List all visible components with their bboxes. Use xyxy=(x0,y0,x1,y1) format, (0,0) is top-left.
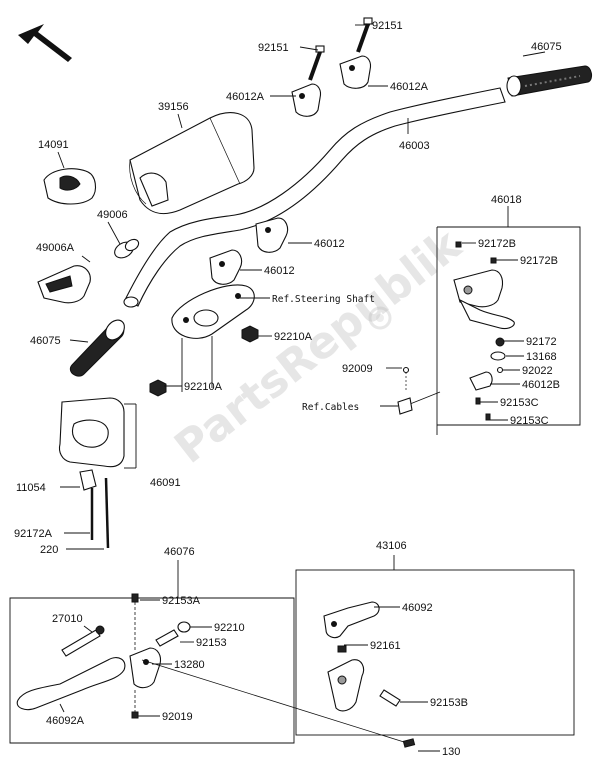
diaphragm-13168 xyxy=(490,351,506,361)
label-13168: 13168 xyxy=(526,351,557,363)
clutch-lever-46092A xyxy=(16,657,126,711)
label-92151: 92151 xyxy=(372,20,403,32)
label-92172a: 92172A xyxy=(14,528,53,540)
label-11054: 11054 xyxy=(16,482,46,494)
ref-cables: Ref.Cables xyxy=(302,402,359,413)
label-13280: 13280 xyxy=(174,659,205,671)
label-130: 130 xyxy=(442,746,460,758)
upper-clamp-right xyxy=(339,55,372,89)
top-clamp-holder xyxy=(171,284,255,392)
handlebar xyxy=(123,87,506,308)
label-49006: 49006 xyxy=(97,209,128,221)
label-92151: 92151 xyxy=(258,42,289,54)
label-92019: 92019 xyxy=(162,711,193,723)
label-92172b: 92172B xyxy=(478,238,516,250)
label-46018: 46018 xyxy=(491,194,522,206)
label-92210a: 92210A xyxy=(184,381,223,393)
label-220: 220 xyxy=(40,544,58,556)
label-46075: 46075 xyxy=(531,41,562,53)
leader-lines xyxy=(57,24,546,752)
pad-end-cap xyxy=(43,168,97,205)
label-92153: 92153 xyxy=(196,637,227,649)
cap-92172 xyxy=(495,337,505,347)
label-39156: 39156 xyxy=(158,101,189,113)
label-92210: 92210 xyxy=(214,622,245,634)
screws-92172B xyxy=(455,241,497,264)
nut-92019 xyxy=(131,690,139,719)
label-92153a: 92153A xyxy=(162,595,201,607)
part-labels: 92151 92151 46075 46012A 46012A 39156 46… xyxy=(14,20,562,758)
left-grip xyxy=(70,319,125,377)
label-92009: 92009 xyxy=(342,363,373,375)
label-46012a: 46012A xyxy=(226,91,265,103)
label-46012: 46012 xyxy=(314,238,345,250)
label-92210a: 92210A xyxy=(274,331,313,343)
bolt-92153A xyxy=(131,593,139,650)
label-46012a: 46012A xyxy=(390,81,429,93)
label-46012: 46012 xyxy=(264,265,295,277)
label-92172b: 92172B xyxy=(520,255,558,267)
right-grip xyxy=(506,65,593,97)
front-arrow-icon xyxy=(18,24,72,62)
upper-clamp-left xyxy=(291,83,322,117)
label-27010: 27010 xyxy=(52,613,83,625)
brake-lever-46092 xyxy=(323,601,380,639)
label-92161: 92161 xyxy=(370,640,401,652)
clutch-holder xyxy=(129,621,191,689)
label-92153c: 92153C xyxy=(510,415,549,427)
label-46003: 46003 xyxy=(399,140,430,152)
label-46012b: 46012B xyxy=(522,379,560,391)
grip-collar xyxy=(114,238,140,259)
label-92153c: 92153C xyxy=(500,397,539,409)
label-46075: 46075 xyxy=(30,335,61,347)
pin-130 xyxy=(141,659,416,748)
switch-46091 xyxy=(58,397,137,549)
label-43106: 43106 xyxy=(376,540,407,552)
master-cylinder-46018 xyxy=(453,269,515,330)
box-43106 xyxy=(295,555,575,736)
lower-clamp-left xyxy=(209,249,243,285)
label-46076: 46076 xyxy=(164,546,195,558)
label-92022: 92022 xyxy=(522,365,553,377)
label-92153b: 92153B xyxy=(430,697,468,709)
bar-pad xyxy=(129,112,255,215)
label-46092a: 46092A xyxy=(46,715,85,727)
label-49006a: 49006A xyxy=(36,242,75,254)
label-92172: 92172 xyxy=(526,336,557,348)
watermark-logo xyxy=(368,306,392,330)
box-46076 xyxy=(9,560,295,744)
box-46018 xyxy=(436,206,581,435)
lower-clamp-right xyxy=(255,217,289,253)
label-14091: 14091 xyxy=(38,139,69,151)
nut-92210A-upper xyxy=(241,325,259,343)
cable-ref xyxy=(397,366,441,415)
svg-text:PartsRepublik: PartsRepublik xyxy=(165,219,471,474)
cable-27010 xyxy=(61,625,105,657)
bolt-92151-left xyxy=(308,45,325,81)
brake-holder xyxy=(327,645,401,712)
ring-92022 xyxy=(496,366,504,374)
screws-92153C xyxy=(475,397,491,421)
bolt-92151-right xyxy=(356,17,373,53)
nut-92210A-lower xyxy=(149,379,167,397)
clamp-46012B xyxy=(469,371,493,391)
watermark: PartsRepublik xyxy=(165,219,471,474)
ref-steering-shaft: Ref.Steering Shaft xyxy=(272,294,375,305)
label-46091: 46091 xyxy=(150,477,181,489)
grip-guard xyxy=(37,265,91,304)
label-46092: 46092 xyxy=(402,602,433,614)
